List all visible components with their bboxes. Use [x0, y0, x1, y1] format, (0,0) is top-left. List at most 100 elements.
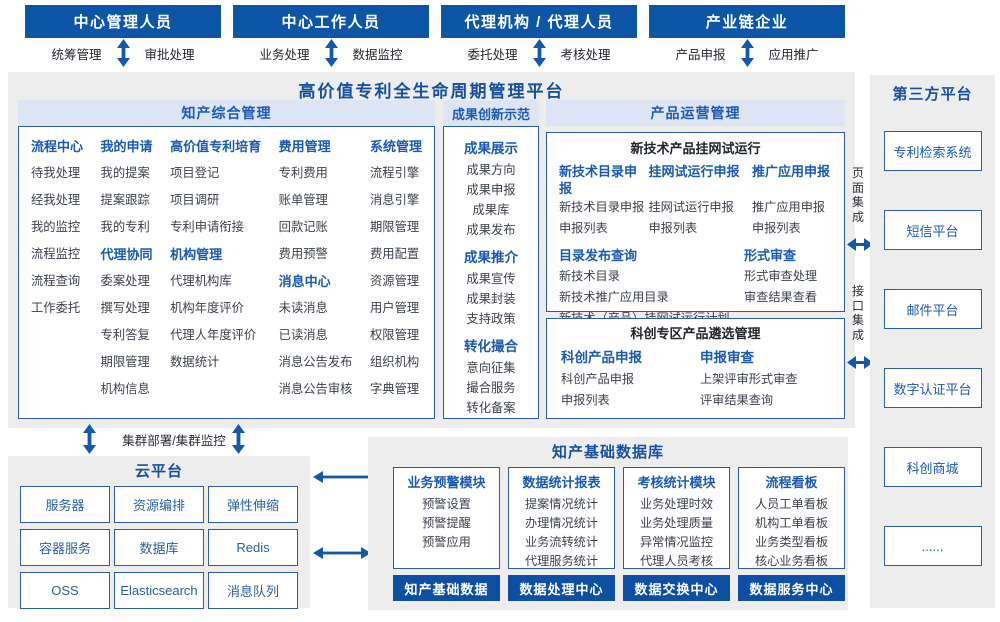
menu-item: 项目调研: [170, 193, 220, 207]
menu-item-list: 上架评审形式审查评审结果查询: [700, 369, 830, 411]
menu-item: 申报列表: [559, 221, 608, 235]
group-header: 高价值专利培育: [170, 139, 262, 154]
db-module-box: 流程看板 人员工单看板机构工单看板业务类型看板核心业务看板: [738, 467, 845, 569]
double-arrow-horizontal-icon: [313, 547, 371, 559]
menu-item: 权限管理: [369, 328, 420, 342]
menu-item-list: 形式审查处理审查结果查看: [744, 266, 832, 308]
menu-item: 新技术推广应用目录: [559, 290, 669, 304]
menu-item-list: 代理机构库机构年度评价代理人年度评价数据统计: [170, 268, 261, 376]
menu-item: 流程监控: [31, 247, 81, 261]
menu-item: 成果封装: [466, 292, 516, 306]
menu-item: 推广应用申报: [752, 200, 826, 214]
menu-item: 提案跟踪: [100, 193, 150, 207]
double-arrow-horizontal-icon: [847, 356, 873, 369]
double-arrow-vertical-icon: [740, 39, 754, 67]
menu-item: 新技术目录申报: [559, 200, 645, 214]
db-center-button: 数据交换中心: [623, 575, 730, 601]
third-party-box: 科创商城: [883, 447, 982, 487]
db-module: 考核统计模块 业务处理时效业务处理质量异常情况监控代理人员考核 数据交换中心: [623, 467, 730, 601]
menu-item: 消息公告发布: [278, 355, 353, 369]
menu-item-list: 成果方向成果申报成果库成果发布: [444, 160, 538, 240]
menu-item: 专利费用: [278, 166, 328, 180]
group-header: 流程看板: [765, 475, 818, 490]
double-arrow-vertical-icon: [324, 39, 338, 67]
menu-item: 专利申请衔接: [170, 220, 244, 234]
third-party-list: 专利检索系统短信平台邮件平台数字认证平台科创商城......: [870, 131, 995, 566]
ip-column: 流程中心 待我处理经我处理我的监控流程监控流程查询工作委托: [31, 133, 83, 418]
menu-item-list: 新技术目录申报申报列表: [559, 197, 647, 239]
menu-item: 转化备案: [466, 401, 516, 415]
menu-item: 形式审查处理: [744, 269, 818, 283]
db-module-box: 考核统计模块 业务处理时效业务处理质量异常情况监控代理人员考核: [623, 467, 730, 569]
group-header: 系统管理: [369, 139, 422, 154]
menu-item-list: 未读消息已读消息消息公告发布消息公告审核: [279, 295, 353, 403]
menu-item: 挂网试运行申报: [648, 200, 734, 214]
group-header: 数据统计报表: [522, 475, 601, 490]
db-module: 流程看板 人员工单看板机构工单看板业务类型看板核心业务看板 数据服务中心: [738, 467, 845, 601]
menu-item: 费用预警: [278, 247, 328, 261]
ip-database-panel: 知产基础数据库 业务预警模块 预警设置预警提醒预警应用 知产基础数据 数据统计报…: [368, 437, 848, 610]
menu-item: 申报列表: [561, 393, 610, 407]
db-modules-row: 业务预警模块 预警设置预警提醒预警应用 知产基础数据 数据统计报表 提案情况统计…: [393, 467, 845, 601]
menu-item: 撮合服务: [466, 381, 516, 395]
group-header: 形式审查: [744, 248, 797, 263]
role-action-label: 数据监控: [352, 47, 403, 62]
menu-item: 机构工单看板: [754, 516, 829, 530]
menu-item: 我的提案: [100, 166, 150, 180]
cloud-service-box: Elasticsearch: [114, 572, 204, 609]
role-header-center-staff: 中心工作人员: [233, 5, 429, 38]
ip-database-title: 知产基础数据库: [551, 444, 664, 461]
menu-item: 科创产品申报: [561, 372, 635, 386]
po-group: 形式审查 形式审查处理审查结果查看: [744, 246, 832, 329]
menu-item: 消息引擎: [369, 193, 420, 207]
db-module: 业务预警模块 预警设置预警提醒预警应用 知产基础数据: [393, 467, 500, 601]
menu-item: 费用配置: [369, 247, 420, 261]
group-header: 考核统计模块: [637, 475, 716, 490]
menu-item: 字典管理: [369, 382, 420, 396]
menu-item: 消息公告审核: [278, 382, 353, 396]
selection-box: 科创专区产品遴选管理 科创产品申报 科创产品申报申报列表 申报审查 上架评审形式…: [546, 318, 845, 419]
group-header: 转化撮合: [464, 339, 518, 354]
cloud-platform-title: 云平台: [134, 463, 183, 480]
role-action-label: 产品申报: [675, 47, 726, 62]
role-actions-center-management: 统筹管理 审批处理: [25, 39, 221, 67]
po-group: 科创产品申报 科创产品申报申报列表: [561, 347, 686, 411]
menu-item: 业务流转统计: [524, 535, 599, 549]
role-actions-enterprise: 产品申报 应用推广: [649, 39, 845, 67]
page-integration-label: 页面集成: [851, 166, 864, 224]
role-action-label: 委托处理: [467, 47, 518, 62]
double-arrow-vertical-icon: [532, 39, 546, 67]
po-group: 推广应用申报 推广应用申报申报列表: [752, 163, 832, 239]
double-arrow-horizontal-icon: [847, 238, 873, 251]
cloud-service-box: 消息队列: [208, 572, 298, 609]
menu-item: 代理人员考核: [639, 554, 714, 568]
po-group: 挂网试运行申报 挂网试运行申报申报列表: [649, 163, 751, 239]
group-header: 机构管理: [170, 247, 223, 262]
menu-item-list: 挂网试运行申报申报列表: [649, 197, 751, 239]
menu-item: 评审结果查询: [700, 393, 774, 407]
cloud-service-box: 数据库: [114, 529, 204, 566]
menu-item: 异常情况监控: [639, 535, 714, 549]
db-center-button: 数据服务中心: [738, 575, 845, 601]
cluster-label: 集群部署/集群监控: [122, 434, 226, 448]
menu-item: 意向征集: [466, 361, 516, 375]
third-party-title: 第三方平台: [892, 86, 973, 103]
menu-item: 申报列表: [648, 221, 698, 235]
section-header-product-ops: 产品运营管理: [546, 100, 845, 126]
trial-run-title: 新技术产品挂网试运行: [630, 141, 761, 156]
menu-item: 流程查询: [31, 274, 81, 288]
menu-item: 已读消息: [278, 328, 328, 342]
group-header: 流程中心: [31, 139, 84, 154]
cloud-service-box: 资源编排: [114, 486, 204, 523]
menu-item-list: 人员工单看板机构工单看板业务类型看板核心业务看板: [739, 495, 844, 571]
menu-item: 核心业务看板: [754, 554, 829, 568]
menu-item: 审查结果查看: [744, 290, 818, 304]
cloud-service-box: 服务器: [20, 486, 110, 523]
menu-item: 成果库: [472, 203, 510, 217]
menu-item: 组织机构: [369, 355, 420, 369]
menu-item-list: 意向征集撮合服务转化备案: [444, 358, 538, 418]
platform-panel: 高价值专利全生命周期管理平台 知产综合管理 流程中心 待我处理经我处理我的监控流…: [8, 72, 855, 428]
menu-item: 成果申报: [466, 183, 516, 197]
menu-item: 委案处理: [100, 274, 150, 288]
